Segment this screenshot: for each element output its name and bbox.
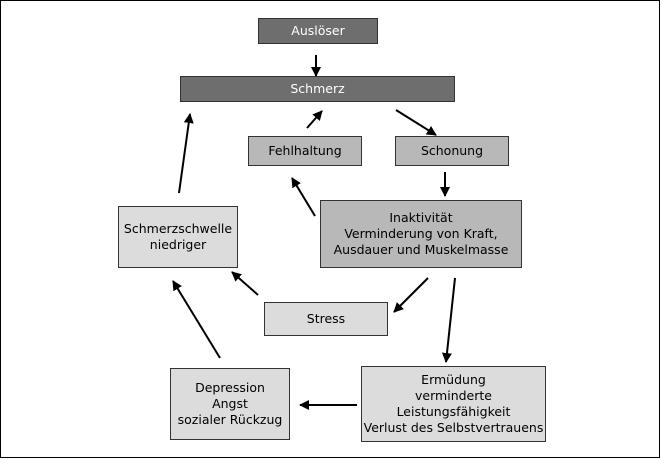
arrow-depression-to-schmerzschwelle	[172, 280, 221, 359]
arrow-stress-to-schmerzschwelle	[231, 271, 259, 296]
arrow-inaktivitaet-to-fehlhaltung	[291, 177, 316, 217]
arrow-inaktivitaet-to-stress	[393, 277, 429, 313]
node-schonung: Schonung	[395, 136, 509, 166]
node-stress: Stress	[264, 302, 388, 336]
arrow-inaktivitaet-to-ermuedung	[441, 277, 456, 363]
node-schmerz: Schmerz	[180, 76, 455, 102]
node-depression: Depression Angst sozialer Rückzug	[170, 368, 290, 440]
node-inaktivitaet: Inaktivität Verminderung von Kraft, Ausd…	[320, 200, 522, 268]
arrow-schmerzschwelle-to-schmerz	[178, 113, 194, 194]
node-ermuedung: Ermüdung verminderte Leistungsfähigkeit …	[361, 366, 546, 442]
arrow-schmerz-to-schonung	[395, 109, 437, 136]
node-fehlhaltung: Fehlhaltung	[248, 136, 362, 166]
node-ausloeser: Auslöser	[258, 18, 378, 44]
arrow-fehlhaltung-to-schmerz	[306, 110, 323, 129]
node-schmerzschwelle: Schmerzschwelle niedriger	[118, 206, 238, 268]
